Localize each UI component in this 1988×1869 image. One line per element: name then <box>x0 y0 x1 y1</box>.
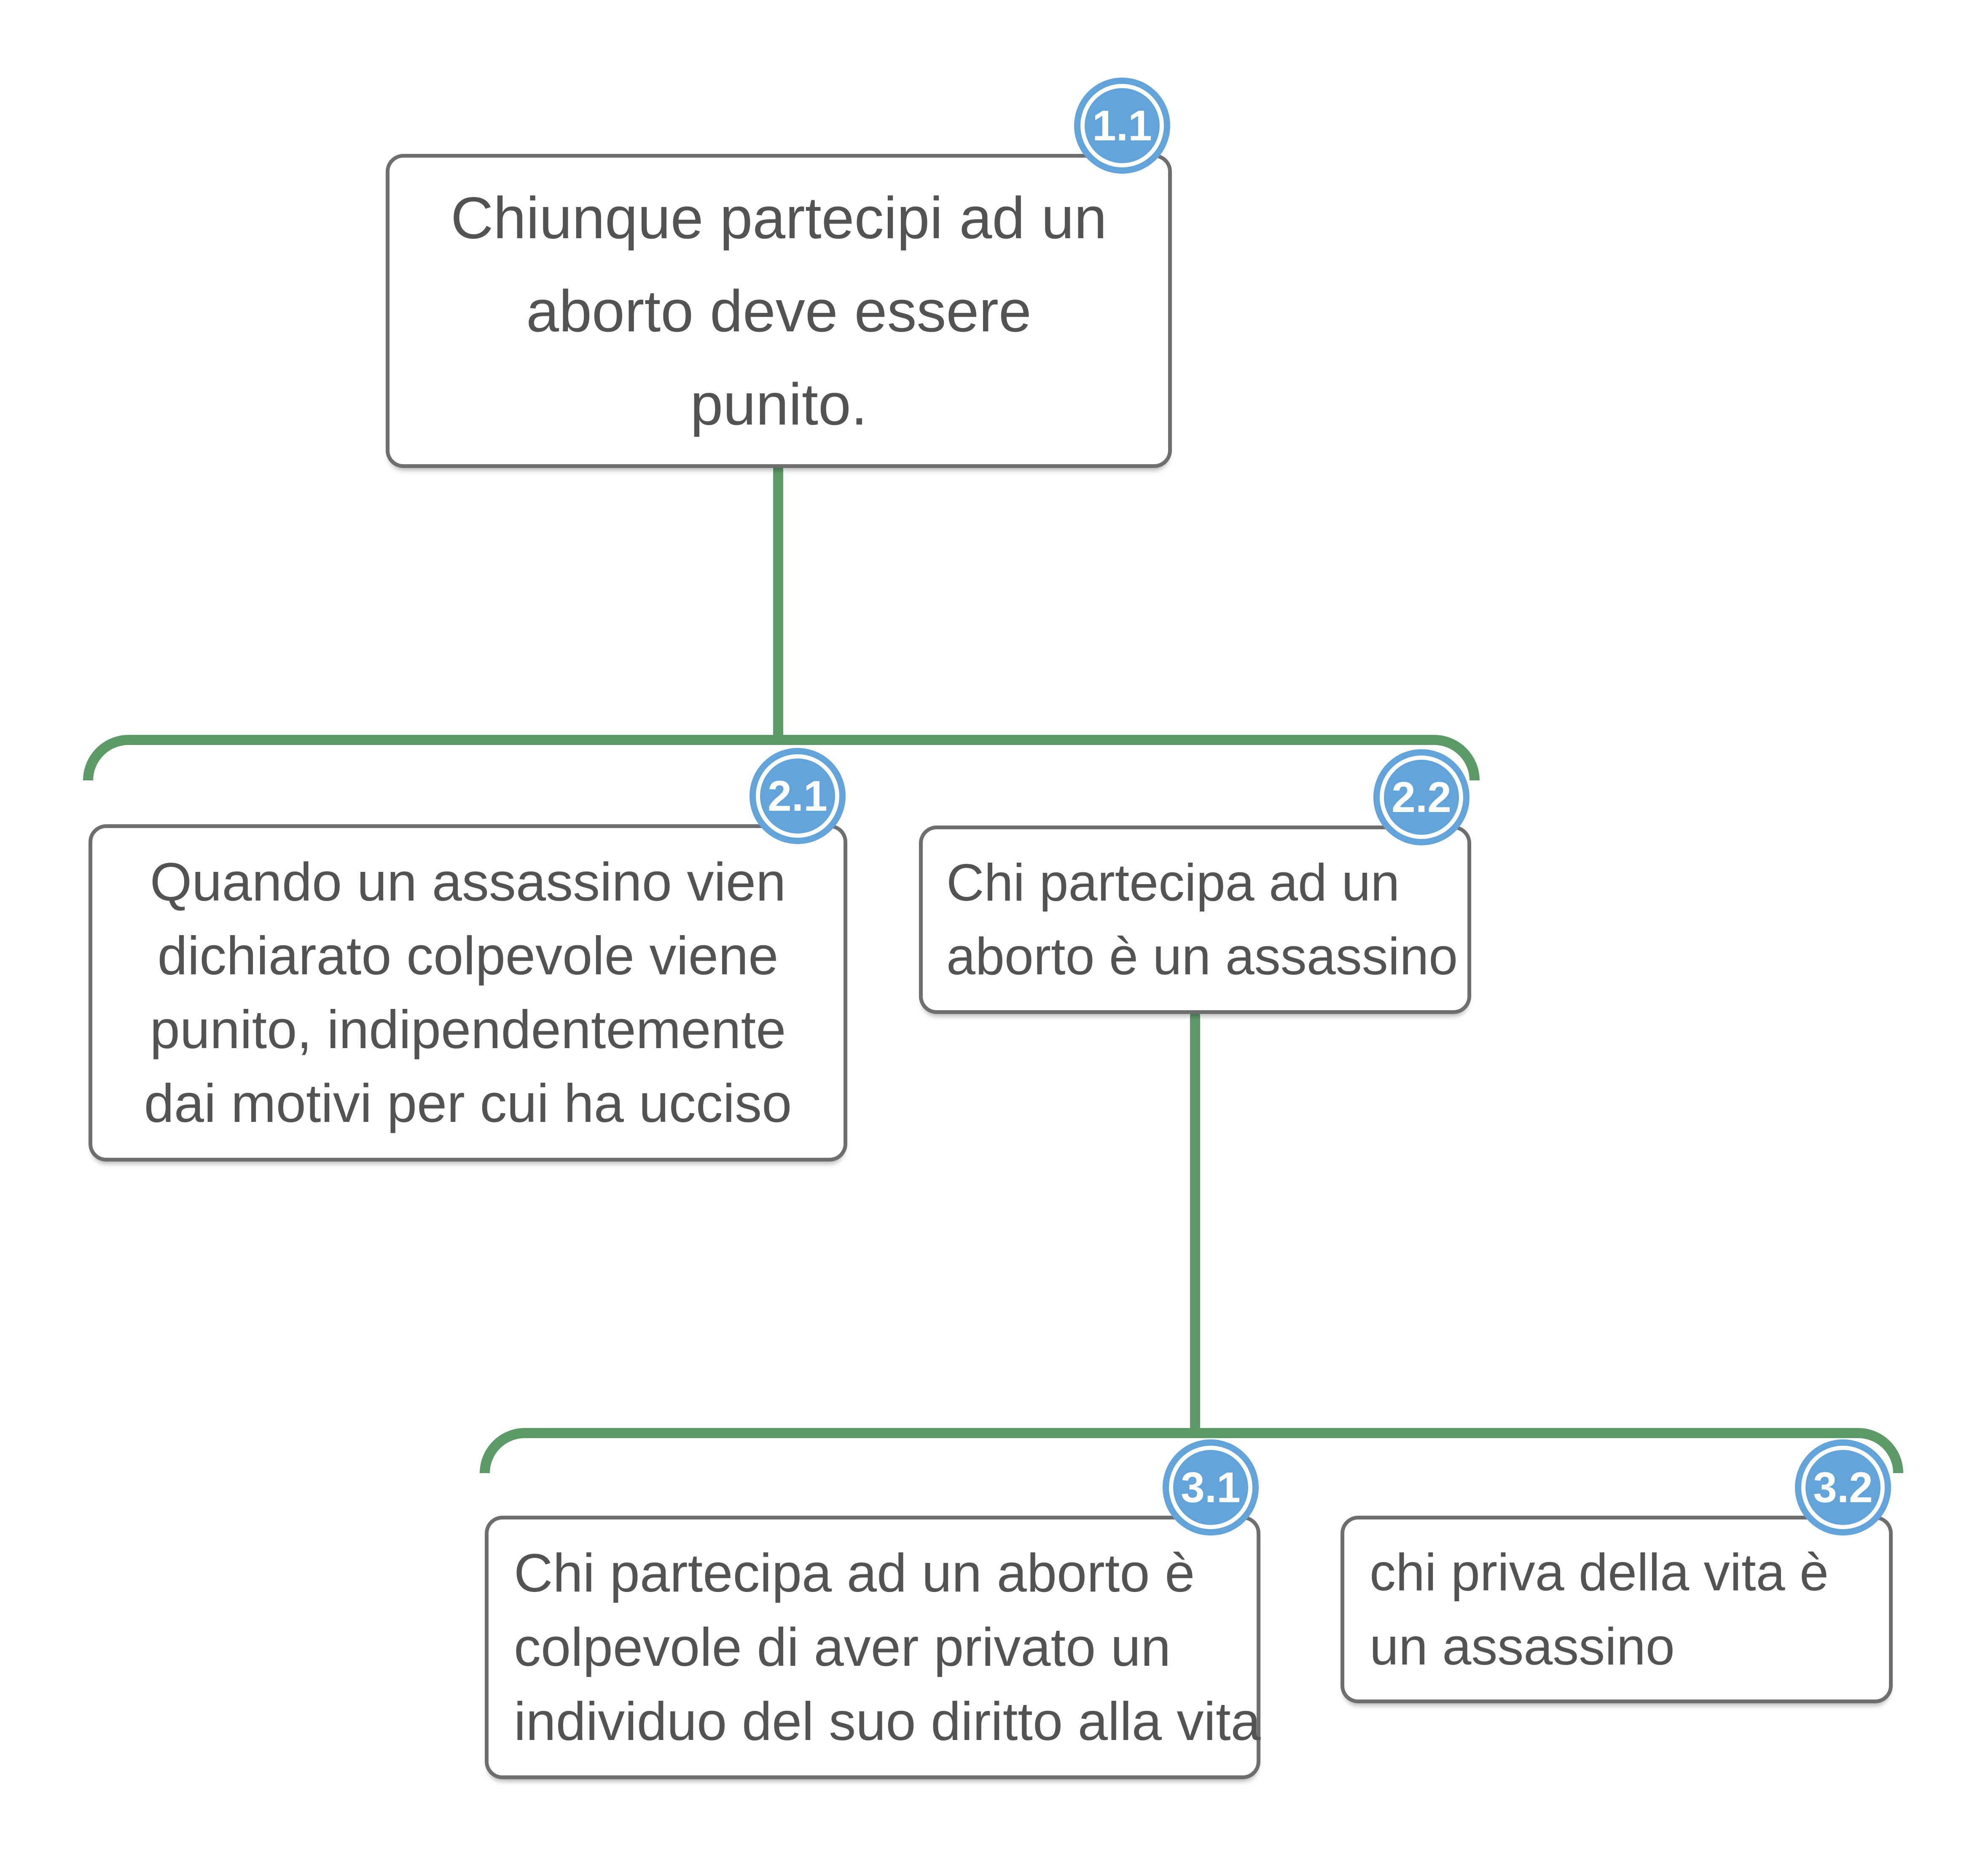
node-badge-3-1[interactable]: 3.1 <box>1169 1446 1252 1529</box>
node-text-line: un assassino <box>1370 1617 1675 1676</box>
node-text-line: colpevole di aver privato un <box>514 1617 1171 1678</box>
statement-node-2-2[interactable]: 2.2 Chi partecipa ad un aborto è un assa… <box>919 756 1471 1014</box>
statement-node-2-1[interactable]: 2.1 Quando un assassino vien dichiarato … <box>89 754 847 1162</box>
node-text-line: aborto è un assassino <box>946 927 1458 986</box>
connector-line-from-node-2-2 <box>1190 1011 1200 1432</box>
node-text-line: punito. <box>690 371 868 437</box>
node-badge-2-1[interactable]: 2.1 <box>756 754 839 838</box>
statement-node-3-1[interactable]: 3.1 Chi partecipa ad un aborto è colpevo… <box>485 1446 1261 1779</box>
node-text-line: individuo del suo diritto alla vita <box>514 1691 1261 1752</box>
node-text-line: Quando un assassino vien <box>150 852 786 912</box>
node-badge-1-1[interactable]: 1.1 <box>1080 84 1164 167</box>
node-text-line: dichiarato colpevole viene <box>157 926 779 986</box>
connector-line-from-node-1-1 <box>773 465 783 739</box>
statement-node-3-2[interactable]: 3.2 chi priva della vita è un assassino <box>1341 1446 1893 1703</box>
node-text-line: dai motivi per cui ha ucciso <box>144 1073 792 1134</box>
node-text-line: Chiunque partecipi ad un <box>451 185 1107 251</box>
node-badge-2-2[interactable]: 2.2 <box>1380 756 1463 839</box>
node-text-line: chi priva della vita è <box>1370 1543 1829 1602</box>
node-text-line: Chi partecipa ad un aborto è <box>514 1543 1195 1603</box>
statement-node-1-1[interactable]: 1.1 Chiunque partecipi ad un aborto deve… <box>386 84 1172 468</box>
node-text-line: punito, indipendentemente <box>150 1000 786 1060</box>
node-text-line: Chi partecipa ad un <box>946 853 1400 912</box>
node-text-line: aborto deve essere <box>526 278 1032 344</box>
node-badge-3-2[interactable]: 3.2 <box>1801 1446 1885 1529</box>
connector-bracket-row-3 <box>480 1428 1903 1473</box>
